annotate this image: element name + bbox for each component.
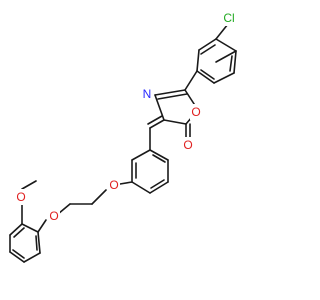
methoxy-group xyxy=(21,180,37,225)
aryl-ether-oxygen-atom: O xyxy=(109,178,118,192)
chlorophenyl-ring xyxy=(196,38,237,84)
methylidene-linker xyxy=(147,115,165,151)
chlorine-bond xyxy=(215,23,229,40)
nitrogen-atom: N xyxy=(143,87,152,101)
chlorine-atom: Cl xyxy=(223,11,234,25)
atom-labels: Cl N O O O O O xyxy=(15,10,238,224)
ring-oxygen-atom: O xyxy=(191,105,200,119)
chemical-structure: Cl N O O O O O xyxy=(9,10,238,263)
central-phenyl-ring xyxy=(131,149,169,194)
phenoxy-oxygen-atom: O xyxy=(49,209,58,223)
carbonyl-oxygen-atom: O xyxy=(183,138,192,152)
methoxyphenyl-ring xyxy=(9,223,41,263)
methoxy-oxygen-atom: O xyxy=(16,190,25,204)
